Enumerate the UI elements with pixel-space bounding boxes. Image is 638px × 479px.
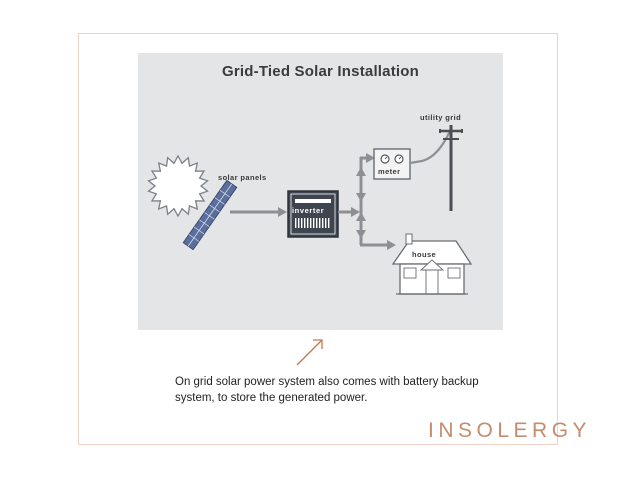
solar-diagram: Grid-Tied Solar Installation solar panel… [138, 53, 503, 330]
pointer-arrow-icon [296, 339, 323, 366]
inverter-vent [322, 218, 324, 228]
caption-text: On grid solar power system also comes wi… [175, 376, 479, 404]
solar-panel-icon [182, 179, 238, 251]
brand-logo: INSOLERGY [428, 419, 592, 442]
sun-icon [147, 154, 209, 218]
inverter-vent [319, 218, 321, 228]
diagram-title: Grid-Tied Solar Installation [221, 63, 420, 80]
label-solar-panels: solar panels [218, 173, 267, 182]
inverter-vent [304, 218, 306, 228]
inverter-box [287, 190, 339, 238]
inverter-vent [316, 218, 318, 228]
slide-frame [78, 33, 558, 445]
house-icon [391, 233, 473, 295]
diagram-graphics [147, 125, 473, 295]
inverter-vent [295, 218, 297, 228]
meter-icon [373, 148, 411, 180]
arrow-to-house [359, 239, 396, 250]
label-meter: meter [378, 167, 401, 176]
label-utility-grid: utility grid [420, 113, 462, 122]
arrow-to-meter [359, 153, 375, 165]
label-house: house [412, 250, 437, 259]
inverter-vent [313, 218, 315, 228]
arrow-inverter-to-junction [338, 165, 366, 239]
inverter-vent [328, 218, 330, 228]
inverter-vent [325, 218, 327, 228]
utility-pole-icon [439, 125, 463, 211]
inverter-vent [298, 218, 300, 228]
label-inverter: inverter [292, 206, 325, 215]
inverter-vent [301, 218, 303, 228]
inverter-vent [307, 218, 309, 228]
sun-rays [147, 154, 209, 218]
arrow-panels-to-inverter [230, 207, 287, 217]
wire-meter-to-pole [409, 130, 451, 165]
inverter-vent [310, 218, 312, 228]
